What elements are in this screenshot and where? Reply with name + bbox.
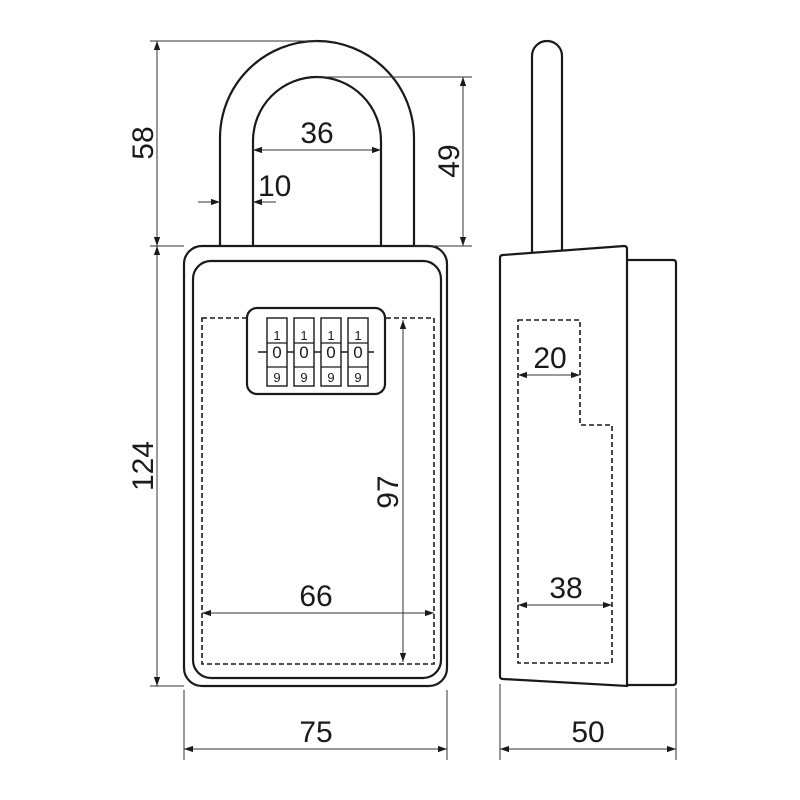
shackle-side — [530, 39, 564, 252]
dial-digit-middle: 0 — [299, 343, 308, 362]
dim-compartment-top-depth: 20 — [533, 342, 566, 375]
dial-wheel[interactable]: 10 9 — [266, 317, 288, 387]
dial-digit-bottom: 9 — [354, 370, 361, 385]
dim-compartment-width: 66 — [299, 580, 332, 613]
dial-digit-middle: 0 — [326, 343, 335, 362]
dial-wheel[interactable]: 10 9 — [293, 317, 315, 387]
dim-shackle-clearance: 49 — [433, 144, 466, 177]
dial-wheel[interactable]: 10 9 — [347, 317, 369, 387]
side-dimensions: 20 38 50 — [499, 342, 677, 760]
dial-digit-middle: 0 — [353, 343, 362, 362]
body-front-side — [498, 244, 629, 688]
dim-body-width: 75 — [299, 716, 332, 749]
dial-digit-middle: 0 — [272, 343, 281, 362]
body-inner — [191, 259, 443, 680]
side-view — [498, 39, 678, 688]
body-back-side — [627, 258, 678, 687]
dial-digit-top: 1 — [300, 328, 307, 343]
front-dimensions: 58 124 49 36 10 97 66 75 — [127, 40, 472, 760]
dial-digit-top: 1 — [273, 328, 280, 343]
dim-shackle-thickness: 10 — [258, 170, 291, 203]
dim-shackle-inner-width: 36 — [300, 117, 333, 150]
dial-digit-top: 1 — [327, 328, 334, 343]
dim-shackle-height: 58 — [127, 126, 160, 159]
dim-body-depth: 50 — [571, 716, 604, 749]
dim-compartment-height: 97 — [372, 475, 405, 508]
dim-body-height: 124 — [127, 441, 160, 491]
dial-digit-bottom: 9 — [273, 370, 280, 385]
body-outer — [182, 244, 449, 688]
dial-digit-bottom: 9 — [300, 370, 307, 385]
dial-digit-top: 1 — [354, 328, 361, 343]
dial-wheel[interactable]: 10 9 — [320, 317, 342, 387]
dim-compartment-bottom-depth: 38 — [549, 572, 582, 605]
compartment-side-outline — [517, 319, 613, 664]
dial-digit-bottom: 9 — [327, 370, 334, 385]
